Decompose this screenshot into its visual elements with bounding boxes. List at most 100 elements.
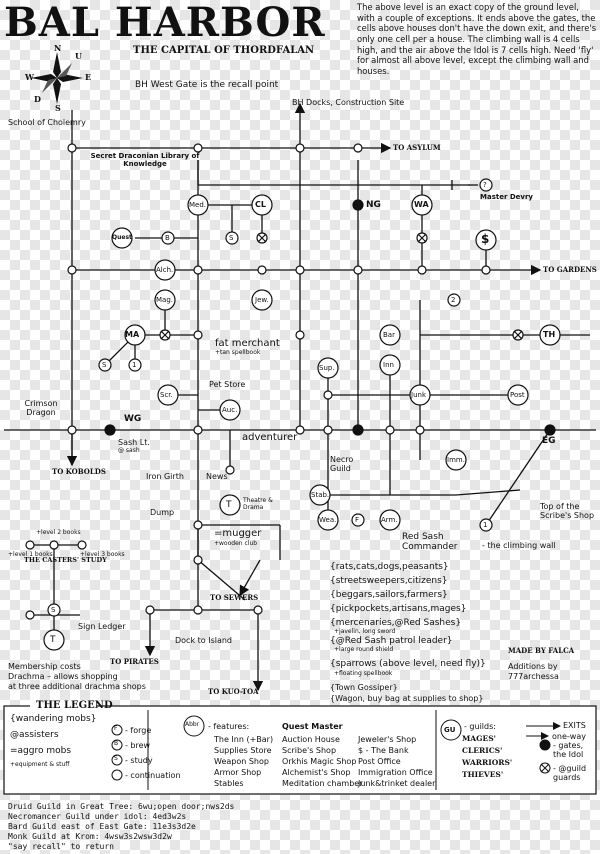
feature-item: Supplies Store [214, 746, 272, 755]
legend-continuation: - continuation [125, 771, 181, 780]
immigration-label: Imm. [447, 456, 465, 464]
membership-line3: at three additional drachma shops [8, 682, 146, 691]
membership-line2: Drachma – allows shopping [8, 672, 118, 681]
sash-lt-sub: @ sash [118, 447, 140, 454]
compass-rose-icon [31, 52, 83, 104]
inn-node [379, 354, 401, 376]
east-gate-label: EG [542, 436, 556, 446]
mob-line: {streetsweepers,citizens} [330, 576, 448, 586]
additions-author: 777archessa [508, 672, 559, 681]
legend-gates-2: the Idol [553, 750, 584, 759]
feature-item: Auction House [282, 735, 340, 744]
quest-master-node [111, 227, 133, 249]
feature-item: Post Office [358, 757, 401, 766]
casters-trainer-label: T [50, 635, 56, 645]
north-gate-label: NG [366, 200, 381, 210]
scribe-label: Scr. [160, 391, 173, 399]
brew-icon: B [114, 740, 119, 747]
thieves-guild-label: TH [543, 330, 556, 339]
continuation-label: ? [483, 181, 487, 189]
legend-quest-master: Quest Master [282, 722, 343, 731]
study-node [225, 231, 239, 245]
footer-line: Druid Guild in Great Tree: 6wu;open door… [8, 802, 235, 811]
feature-item: Weapon Shop [214, 757, 269, 766]
guild-name: MAGES' [462, 734, 496, 743]
casters-study-label: S [51, 606, 56, 614]
mugger-label: =mugger [214, 528, 262, 539]
idol-node [352, 424, 364, 436]
thieves-guild-node [539, 324, 561, 346]
made-by-label: MADE BY FALCA [508, 646, 575, 655]
legend-title: THE LEGEND [36, 700, 113, 711]
armor-shop-label: Arm. [381, 516, 398, 524]
mob-equip: +javelin, long sword [334, 628, 396, 635]
compass-s: S [55, 103, 61, 113]
supplies-node [317, 357, 339, 379]
climbing-wall-node [479, 518, 493, 532]
feature-item: Junk&trinket dealer [358, 779, 436, 788]
feature-item: Alchemist's Shop [282, 768, 351, 777]
legend-guild-guards-2: guards [553, 773, 581, 782]
footer-line: Necromancer Guild under idol: 4ed3w2s [8, 812, 187, 821]
casters-study-node [47, 603, 61, 617]
auction-node [219, 399, 241, 421]
top-scribe-label: Top of the Scribe's Shop [540, 502, 595, 521]
post-office-label: Post [510, 391, 525, 399]
to-asylum-label[interactable]: TO ASYLUM [393, 143, 441, 152]
meditation-label: Med. [189, 201, 207, 209]
to-kuotoa-label[interactable]: TO KUO-TOA [208, 687, 259, 696]
mob-line: {sparrows (above level, need fly)} [330, 659, 486, 669]
mob-line: {rats,cats,dogs,peasants} [330, 562, 449, 572]
bank-label: $ [481, 232, 490, 246]
abbr-icon: Abbr [185, 721, 200, 728]
feature-item: Jeweler's Shop [358, 735, 417, 744]
forge-label: F [355, 516, 360, 524]
to-gardens-label[interactable]: TO GARDENS [543, 265, 597, 274]
school-label: School of Cholemry [8, 118, 86, 127]
clerics-guild-node [251, 194, 273, 216]
sign-ledger-label: Sign Ledger [78, 622, 126, 631]
red-sash-commander-label: Red Sash Commander [402, 532, 458, 553]
feature-item: The Inn (+Bar) [214, 735, 274, 744]
mob-line: {mercenaries,@Red Sashes} [330, 618, 462, 628]
additions-label: Additions by [508, 662, 558, 671]
scribe-node [157, 384, 179, 406]
legend-one-way: one-way [552, 732, 586, 741]
weapon-shop-label: Wea. [319, 516, 337, 524]
bar-label: Bar [383, 331, 395, 339]
to-kobolds-label[interactable]: TO KOBOLDS [52, 467, 106, 476]
west-gate-node [104, 424, 116, 436]
sash-lt-label: Sash Lt. [118, 438, 150, 447]
study-icon: S [114, 755, 118, 762]
weapon-shop-node [317, 509, 339, 531]
guild-name: THIEVES' [462, 770, 504, 779]
jeweler-label: Jew. [255, 296, 269, 304]
level1-books: +level 1 books [8, 551, 53, 558]
bank-node [475, 229, 497, 251]
mob-equip: +floating spellbook [334, 670, 393, 677]
west-gate-label: WG [124, 414, 142, 424]
legend-guilds: - guilds: [464, 722, 496, 731]
to-sewers-label[interactable]: TO SEWERS [210, 593, 259, 602]
forge-icon: F [114, 725, 118, 732]
to-pirates-label[interactable]: TO PIRATES [110, 657, 159, 666]
compass-e: E [85, 72, 92, 82]
brew-label: B [165, 234, 170, 242]
mob-equip: +large round shield [334, 646, 394, 653]
ma-study-node [98, 358, 112, 372]
auction-label: Auc. [222, 406, 238, 414]
theatre-node [219, 494, 241, 516]
pet-store-label: Pet Store [209, 380, 246, 389]
guild-icon: GU [444, 726, 456, 734]
climbing-wall-top-label: 2 [451, 296, 456, 304]
adventurer-label: adventurer [242, 432, 298, 443]
dock-to-island-label: Dock to Island [175, 636, 233, 645]
ma-study-label: S [102, 361, 107, 369]
feature-item: Immigration Office [358, 768, 433, 777]
dump-label: Dump [150, 508, 175, 517]
map-title: BAL HARBOR [4, 0, 326, 46]
mob-line: {Wagon, buy bag at supplies to shop} [330, 694, 484, 703]
compass-w: W [25, 72, 34, 82]
feature-item: Armor Shop [214, 768, 262, 777]
